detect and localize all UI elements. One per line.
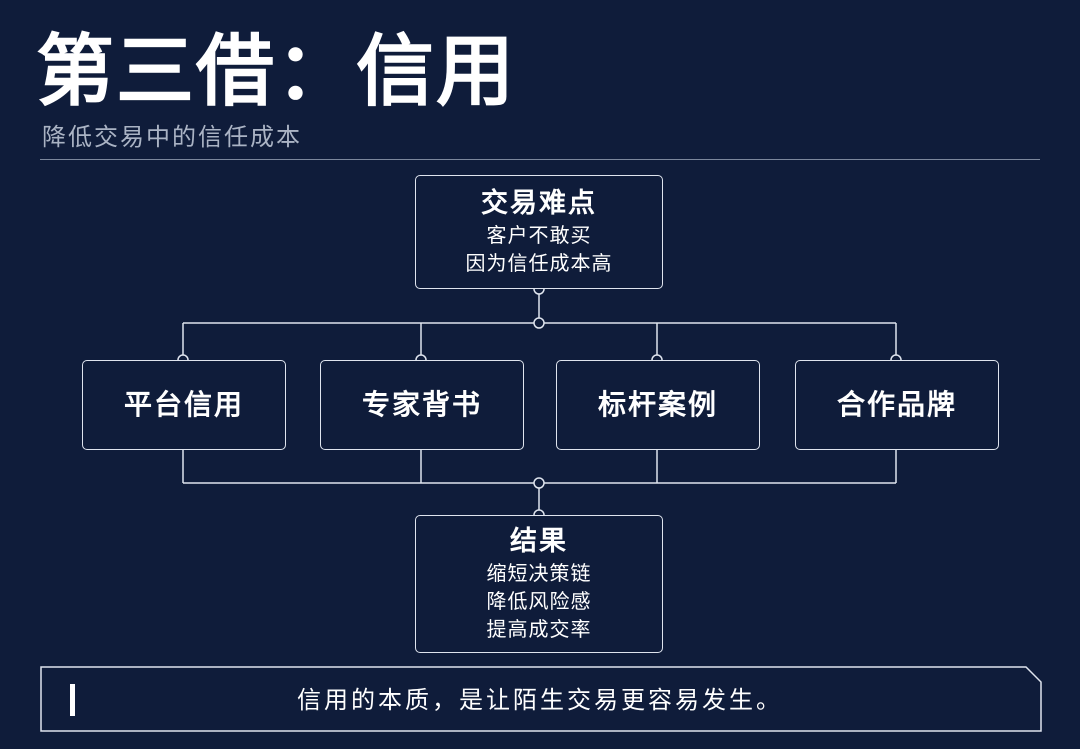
footer-accent-bar	[70, 684, 75, 716]
page-subtitle: 降低交易中的信任成本	[42, 123, 302, 151]
footer-text: 信用的本质，是让陌生交易更容易发生。	[297, 686, 783, 714]
page-title: 第三借：信用	[36, 27, 517, 117]
partner-brand-label: 合作品牌	[836, 388, 957, 421]
platform-credit-box: 平台信用	[82, 360, 286, 450]
result-line: 降低风险感	[486, 589, 592, 613]
difficulty-line: 客户不敢买	[486, 223, 592, 247]
result-line: 缩短决策链	[486, 561, 592, 585]
difficulty-line: 因为信任成本高	[465, 251, 613, 275]
footer-banner	[40, 666, 1042, 732]
difficulty-box: 交易难点 客户不敢买 因为信任成本高	[415, 175, 663, 289]
benchmark-case-label: 标杆案例	[597, 388, 718, 421]
benchmark-case-box: 标杆案例	[556, 360, 760, 450]
expert-endorsement-label: 专家背书	[361, 388, 482, 421]
header-divider	[40, 159, 1040, 160]
result-title: 结果	[510, 526, 568, 557]
platform-credit-label: 平台信用	[123, 388, 244, 421]
result-line: 提高成交率	[486, 617, 592, 641]
difficulty-title: 交易难点	[481, 188, 597, 219]
partner-brand-box: 合作品牌	[795, 360, 999, 450]
expert-endorsement-box: 专家背书	[320, 360, 524, 450]
result-box: 结果 缩短决策链 降低风险感 提高成交率	[415, 515, 663, 653]
